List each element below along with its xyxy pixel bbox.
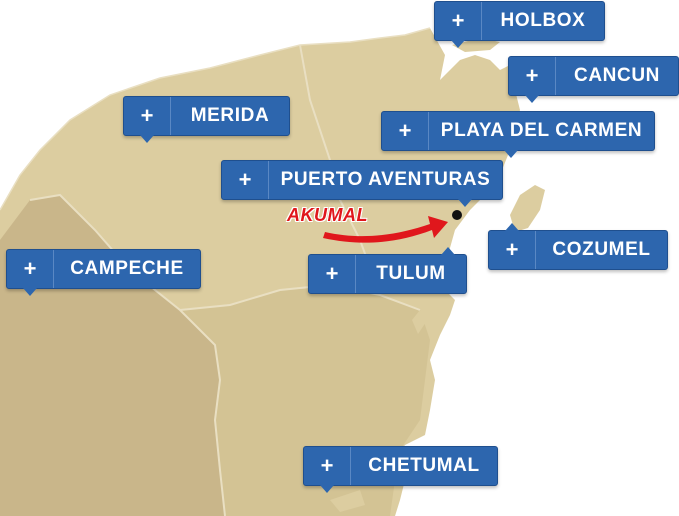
akumal-label: AKUMAL (287, 205, 368, 225)
pin-tulum[interactable]: + TULUM (308, 247, 467, 294)
plus-icon: + (304, 447, 351, 485)
pin-campeche[interactable]: + CAMPECHE (6, 249, 201, 296)
pin-merida[interactable]: + MERIDA (123, 96, 290, 143)
pin-pointer (320, 485, 334, 493)
pin-label: CHETUMAL (368, 455, 480, 476)
plus-icon: + (222, 161, 269, 199)
state-border (29, 193, 226, 516)
holbox-island (452, 38, 500, 52)
pin-chetumal[interactable]: + CHETUMAL (303, 446, 498, 493)
pin-pointer (525, 95, 539, 103)
pin-label: CANCUN (574, 65, 660, 86)
pin-label: CAMPECHE (70, 258, 184, 279)
pin-pointer (23, 288, 37, 296)
plus-icon: + (7, 250, 54, 288)
akumal-arrow (323, 216, 448, 243)
pin-label: TULUM (376, 263, 446, 284)
pin-pointer (451, 40, 465, 48)
pin-label: MERIDA (190, 105, 270, 126)
plus-icon: + (309, 255, 356, 293)
pin-pointer (504, 150, 518, 158)
plus-icon: + (124, 97, 171, 135)
plus-icon: + (509, 57, 556, 95)
pin-pointer (505, 223, 519, 231)
pin-pointer (458, 199, 472, 207)
plus-icon: + (489, 231, 536, 269)
state-border (179, 283, 421, 311)
pin-holbox[interactable]: + HOLBOX (434, 1, 605, 48)
pin-pointer (140, 135, 154, 143)
plus-icon: + (382, 112, 429, 150)
location-dot-icon (452, 210, 462, 220)
coastline (0, 27, 431, 211)
plus-icon: + (435, 2, 482, 40)
pin-label: PUERTO AVENTURAS (280, 169, 491, 190)
pin-cancun[interactable]: + CANCUN (508, 56, 679, 103)
southern-islet (412, 310, 426, 334)
pin-playa-del-carmen[interactable]: + PLAYA DEL CARMEN (381, 111, 655, 158)
pin-pointer (441, 247, 455, 255)
cozumel-island (510, 185, 545, 232)
southern-islet (330, 490, 365, 512)
pin-label: PLAYA DEL CARMEN (440, 120, 643, 141)
pin-puerto-aventuras[interactable]: + PUERTO AVENTURAS (221, 160, 503, 207)
pin-cozumel[interactable]: + COZUMEL (488, 223, 668, 270)
pin-label: COZUMEL (552, 239, 651, 260)
pin-label: HOLBOX (500, 10, 586, 31)
